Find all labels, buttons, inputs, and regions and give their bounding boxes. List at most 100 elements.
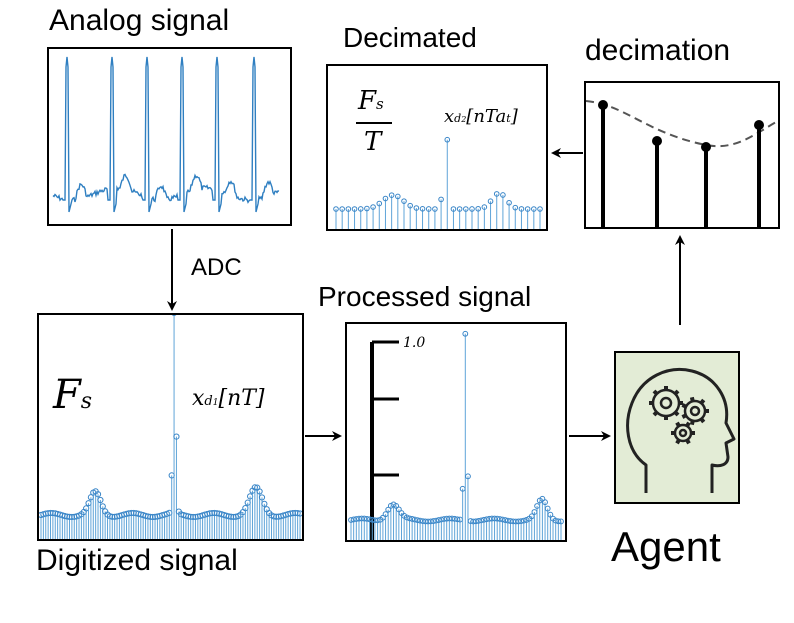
- decimated-marker: [518, 206, 525, 212]
- gear-tooth: [685, 438, 691, 445]
- decimation-illustration: [586, 100, 778, 227]
- processed-marker: [544, 505, 551, 512]
- processed-marker: [496, 516, 503, 522]
- decimated-marker: [463, 206, 469, 212]
- decimated-marker: [524, 206, 531, 212]
- decim-dot-1: [598, 100, 608, 110]
- decimated-marker: [357, 206, 364, 212]
- decimated-stem-plot: [333, 136, 543, 229]
- processed-marker: [462, 330, 469, 337]
- processed-marker: [409, 516, 416, 522]
- processed-marker: [358, 515, 365, 522]
- processed-marker: [558, 518, 564, 525]
- decim-dot-3: [701, 142, 711, 152]
- gear-tooth: [673, 410, 680, 417]
- processed-marker: [366, 516, 373, 523]
- decimated-marker: [345, 206, 352, 212]
- gear-tooth: [681, 403, 687, 409]
- decimated-marker: [438, 196, 444, 203]
- digitized-marker: [296, 510, 302, 517]
- xd2-expression: xd2[nTat]: [444, 106, 518, 127]
- processed-marker: [465, 473, 471, 480]
- decimated-marker: [512, 204, 519, 211]
- processed-marker: [406, 515, 413, 522]
- processed-marker: [491, 515, 498, 522]
- processed-stem-plot: [348, 330, 564, 540]
- processed-marker: [542, 499, 548, 506]
- envelope-curve: [586, 100, 778, 148]
- digitized-marker: [251, 484, 258, 491]
- decimated-marker: [456, 206, 463, 212]
- gear-tooth: [675, 421, 681, 428]
- scale-tick-label: 1.0: [403, 335, 426, 351]
- head-gears-icon: [626, 368, 736, 493]
- processed-marker: [555, 518, 562, 525]
- processed-marker: [504, 517, 511, 524]
- xd2-subscript: d2: [454, 112, 467, 125]
- xd1-argument: [nT]: [218, 386, 265, 411]
- decimated-marker: [370, 204, 376, 210]
- digitized-marker: [173, 433, 180, 440]
- gear-tooth: [685, 421, 691, 428]
- decimated-marker: [376, 200, 383, 207]
- fs-math: Fs: [53, 375, 92, 415]
- digitized-marker: [261, 500, 268, 507]
- decimated-marker: [425, 206, 432, 212]
- decimated-marker: [432, 206, 438, 212]
- processed-marker: [499, 516, 506, 523]
- xd1-x: x: [192, 386, 205, 411]
- gear-tooth: [652, 389, 659, 396]
- processed-marker: [372, 517, 378, 524]
- analog-signal-panel: [47, 47, 292, 226]
- decimated-marker: [407, 202, 413, 209]
- decim-dot-2: [652, 136, 662, 146]
- processed-marker: [454, 516, 461, 523]
- processed-marker: [502, 517, 509, 523]
- decimated-marker: [419, 205, 426, 212]
- analog-signal-title: Analog signal: [49, 4, 230, 37]
- decimated-marker: [382, 195, 389, 202]
- fs-over-t-math: Fs: [358, 88, 384, 114]
- decimated-marker: [500, 192, 506, 198]
- digitized-marker: [94, 491, 102, 498]
- digitized-marker: [258, 494, 266, 501]
- processed-marker: [395, 506, 402, 513]
- processed-marker: [364, 515, 370, 522]
- gear-tooth: [652, 410, 659, 417]
- processed-marker: [361, 515, 368, 522]
- gear-tooth: [675, 438, 681, 445]
- decimated-panel: Fs T xd2[nTat]: [326, 64, 548, 231]
- gear-tooth: [681, 413, 687, 419]
- digitized-signal-title: Digitized signal: [36, 544, 238, 577]
- decimated-marker: [401, 198, 407, 204]
- digitized-stem-plot: [39, 315, 302, 539]
- processed-marker: [411, 516, 418, 523]
- xd1-expression: xd1[nT]: [192, 388, 265, 410]
- xd2-argument: [nTa: [466, 106, 507, 127]
- digitized-panel: Fs xd1[nT]: [37, 313, 304, 541]
- processed-marker: [446, 515, 453, 522]
- decim-dot-4: [754, 120, 764, 130]
- decimated-marker: [351, 206, 358, 212]
- decimated-marker: [364, 205, 370, 212]
- gear-tooth: [673, 389, 680, 396]
- gear-teeth: [649, 386, 709, 445]
- fs-subscript: s: [376, 95, 384, 113]
- fs-symbol: F: [358, 86, 377, 116]
- processed-marker: [417, 517, 424, 524]
- decimated-marker: [531, 206, 537, 212]
- processed-marker: [419, 518, 426, 525]
- processed-panel: 1.0: [345, 322, 567, 542]
- decimated-marker: [537, 206, 543, 212]
- decimated-marker: [333, 206, 339, 212]
- fs-symbol-large: F: [53, 372, 81, 418]
- decimation-panel: [584, 81, 780, 229]
- decimated-marker: [450, 206, 457, 212]
- adc-label: ADC: [191, 254, 242, 281]
- processed-marker: [494, 515, 501, 522]
- digitized-marker: [294, 510, 301, 517]
- xd2-x: x: [444, 106, 455, 127]
- processed-marker: [507, 518, 514, 524]
